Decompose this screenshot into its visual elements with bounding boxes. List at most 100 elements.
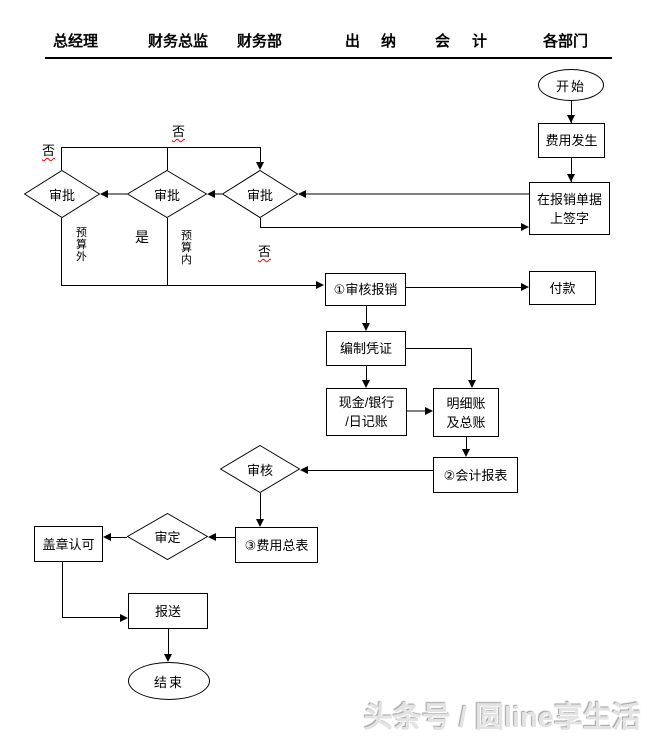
node-sign-line2: 上签字 [549,210,589,226]
connector-stamp-submit [62,617,120,618]
node-cash-bank-journal: 现金/银行 /日记账 [326,388,407,436]
node-approve-finance-dept [222,170,298,218]
arrow-left-approve-cfo [207,190,215,198]
arrow-down-ledger [468,380,476,388]
connector-cfo-gm [108,193,127,195]
node-end: 结束 [128,662,210,700]
label-no-left: 否 [42,143,56,158]
node-review-reimbursement: ①审核报销 [325,273,406,306]
node-sign-line1: 在报销单据 [536,191,602,207]
label-in-budget: 预算内 [181,230,192,266]
arrow-left-approve-gm [100,190,108,198]
node-submit-label: 报送 [154,603,181,619]
node-subsidiary-general-ledger: 明细账 及总账 [433,388,499,437]
node-start: 开始 [538,69,604,101]
connector-expense-sign [571,158,572,182]
connector-sign-approve-dept [306,193,529,195]
node-audit-label: 审核 [246,462,273,478]
node-accounting-report: ②会计报表 [433,457,518,493]
connector-voucher-ledger-v [471,348,472,380]
connector-no-right-vertical [260,147,261,162]
connector-report-audit [308,470,433,471]
connector-verdict-stamp [111,537,127,538]
node-summary-label: ③费用总表 [244,537,309,553]
node-payment-label: 付款 [549,280,576,296]
label-yes: 是 [135,229,149,245]
node-end-label: 结束 [153,674,184,690]
node-sign-reimbursement: 在报销单据 上签字 [529,182,610,235]
connector-review-payment [406,287,521,288]
node-approve-dept-label: 审批 [246,187,273,203]
arrow-left-approve-dept [298,190,306,198]
arrow-right-payment [521,283,529,291]
connector-join-review [61,285,316,286]
node-review-label: ①审核报销 [333,282,398,297]
arrow-right-review [316,281,324,289]
lane-header-general-manager: 总经理 [53,33,99,50]
arrow-down-cash [362,380,370,388]
label-no-loop: 否 [258,244,272,259]
connector-dept-no-down [260,218,261,227]
arrow-left-verdict [208,533,216,541]
lane-header-finance-dept: 财务部 [237,33,283,50]
arrow-down-end [164,654,172,662]
node-report-label: ②会计报表 [443,467,508,483]
lane-header-finance-director: 财务总监 [148,33,209,50]
lane-header-cashier: 出纳 [345,33,418,50]
connector-cash-ledger [407,410,425,412]
label-no-top: 否 [172,124,186,139]
node-ledger-line2: 及总账 [446,414,486,430]
arrow-down-expense [567,115,575,123]
lane-header-accountant: 会计 [435,33,510,50]
node-verdict-decision [127,513,208,560]
connector-cfo-down [167,218,168,285]
node-audit-decision [220,445,300,493]
node-approve-gm-label: 审批 [48,187,75,203]
arrow-left-audit [300,466,308,474]
node-expense-summary: ③费用总表 [235,527,318,563]
connector-no-left-vertical [61,147,62,170]
node-prepare-voucher: 编制凭证 [326,331,406,366]
node-approve-cfo-label: 审批 [153,187,180,203]
node-ledger-line1: 明细账 [446,395,486,411]
node-approve-finance-director [127,170,207,218]
node-submit: 报送 [128,593,208,629]
connector-review-voucher [366,306,367,323]
node-cash-line2: /日记账 [345,414,388,429]
arrow-right-sign-loop [521,223,529,231]
connector-voucher-ledger-h [406,348,472,349]
connector-ledger-report [466,437,467,449]
connector-submit-end [168,629,169,654]
arrow-down-approve-dept-top [256,162,264,170]
node-expense-label: 费用发生 [545,133,598,148]
connector-start-expense [571,101,572,123]
connector-voucher-cash [366,366,367,380]
arrow-down-report [462,449,470,457]
node-cash-line1: 现金/银行 [338,395,395,410]
connector-dept-no-loop [260,227,521,228]
connector-dept-cfo [215,193,222,195]
arrow-down-summary [256,519,264,527]
arrow-left-stamp [103,533,111,541]
node-stamp-approval: 盖章认可 [34,526,103,562]
arrow-down-voucher [362,323,370,331]
connector-gm-down [61,218,62,285]
node-voucher-label: 编制凭证 [339,341,392,356]
node-payment: 付款 [529,271,596,305]
arrow-right-ledger [425,407,433,415]
connector-audit-summary [260,493,261,519]
node-verdict-label: 审定 [154,530,181,545]
connector-summary-verdict [216,537,235,538]
watermark: 头条号 / 圆line享生活 [363,702,641,734]
lane-header-departments: 各部门 [543,33,589,50]
node-stamp-label: 盖章认可 [42,536,95,552]
arrow-down-sign [567,174,575,182]
connector-stamp-down [62,562,63,618]
label-over-budget: 预算外 [76,227,87,263]
node-approve-general-manager [24,170,100,218]
connector-no-mid-vertical [167,147,168,170]
node-expense-occurs: 费用发生 [538,123,605,158]
connector-no-top-horizontal [61,147,261,148]
header-divider [45,57,612,59]
